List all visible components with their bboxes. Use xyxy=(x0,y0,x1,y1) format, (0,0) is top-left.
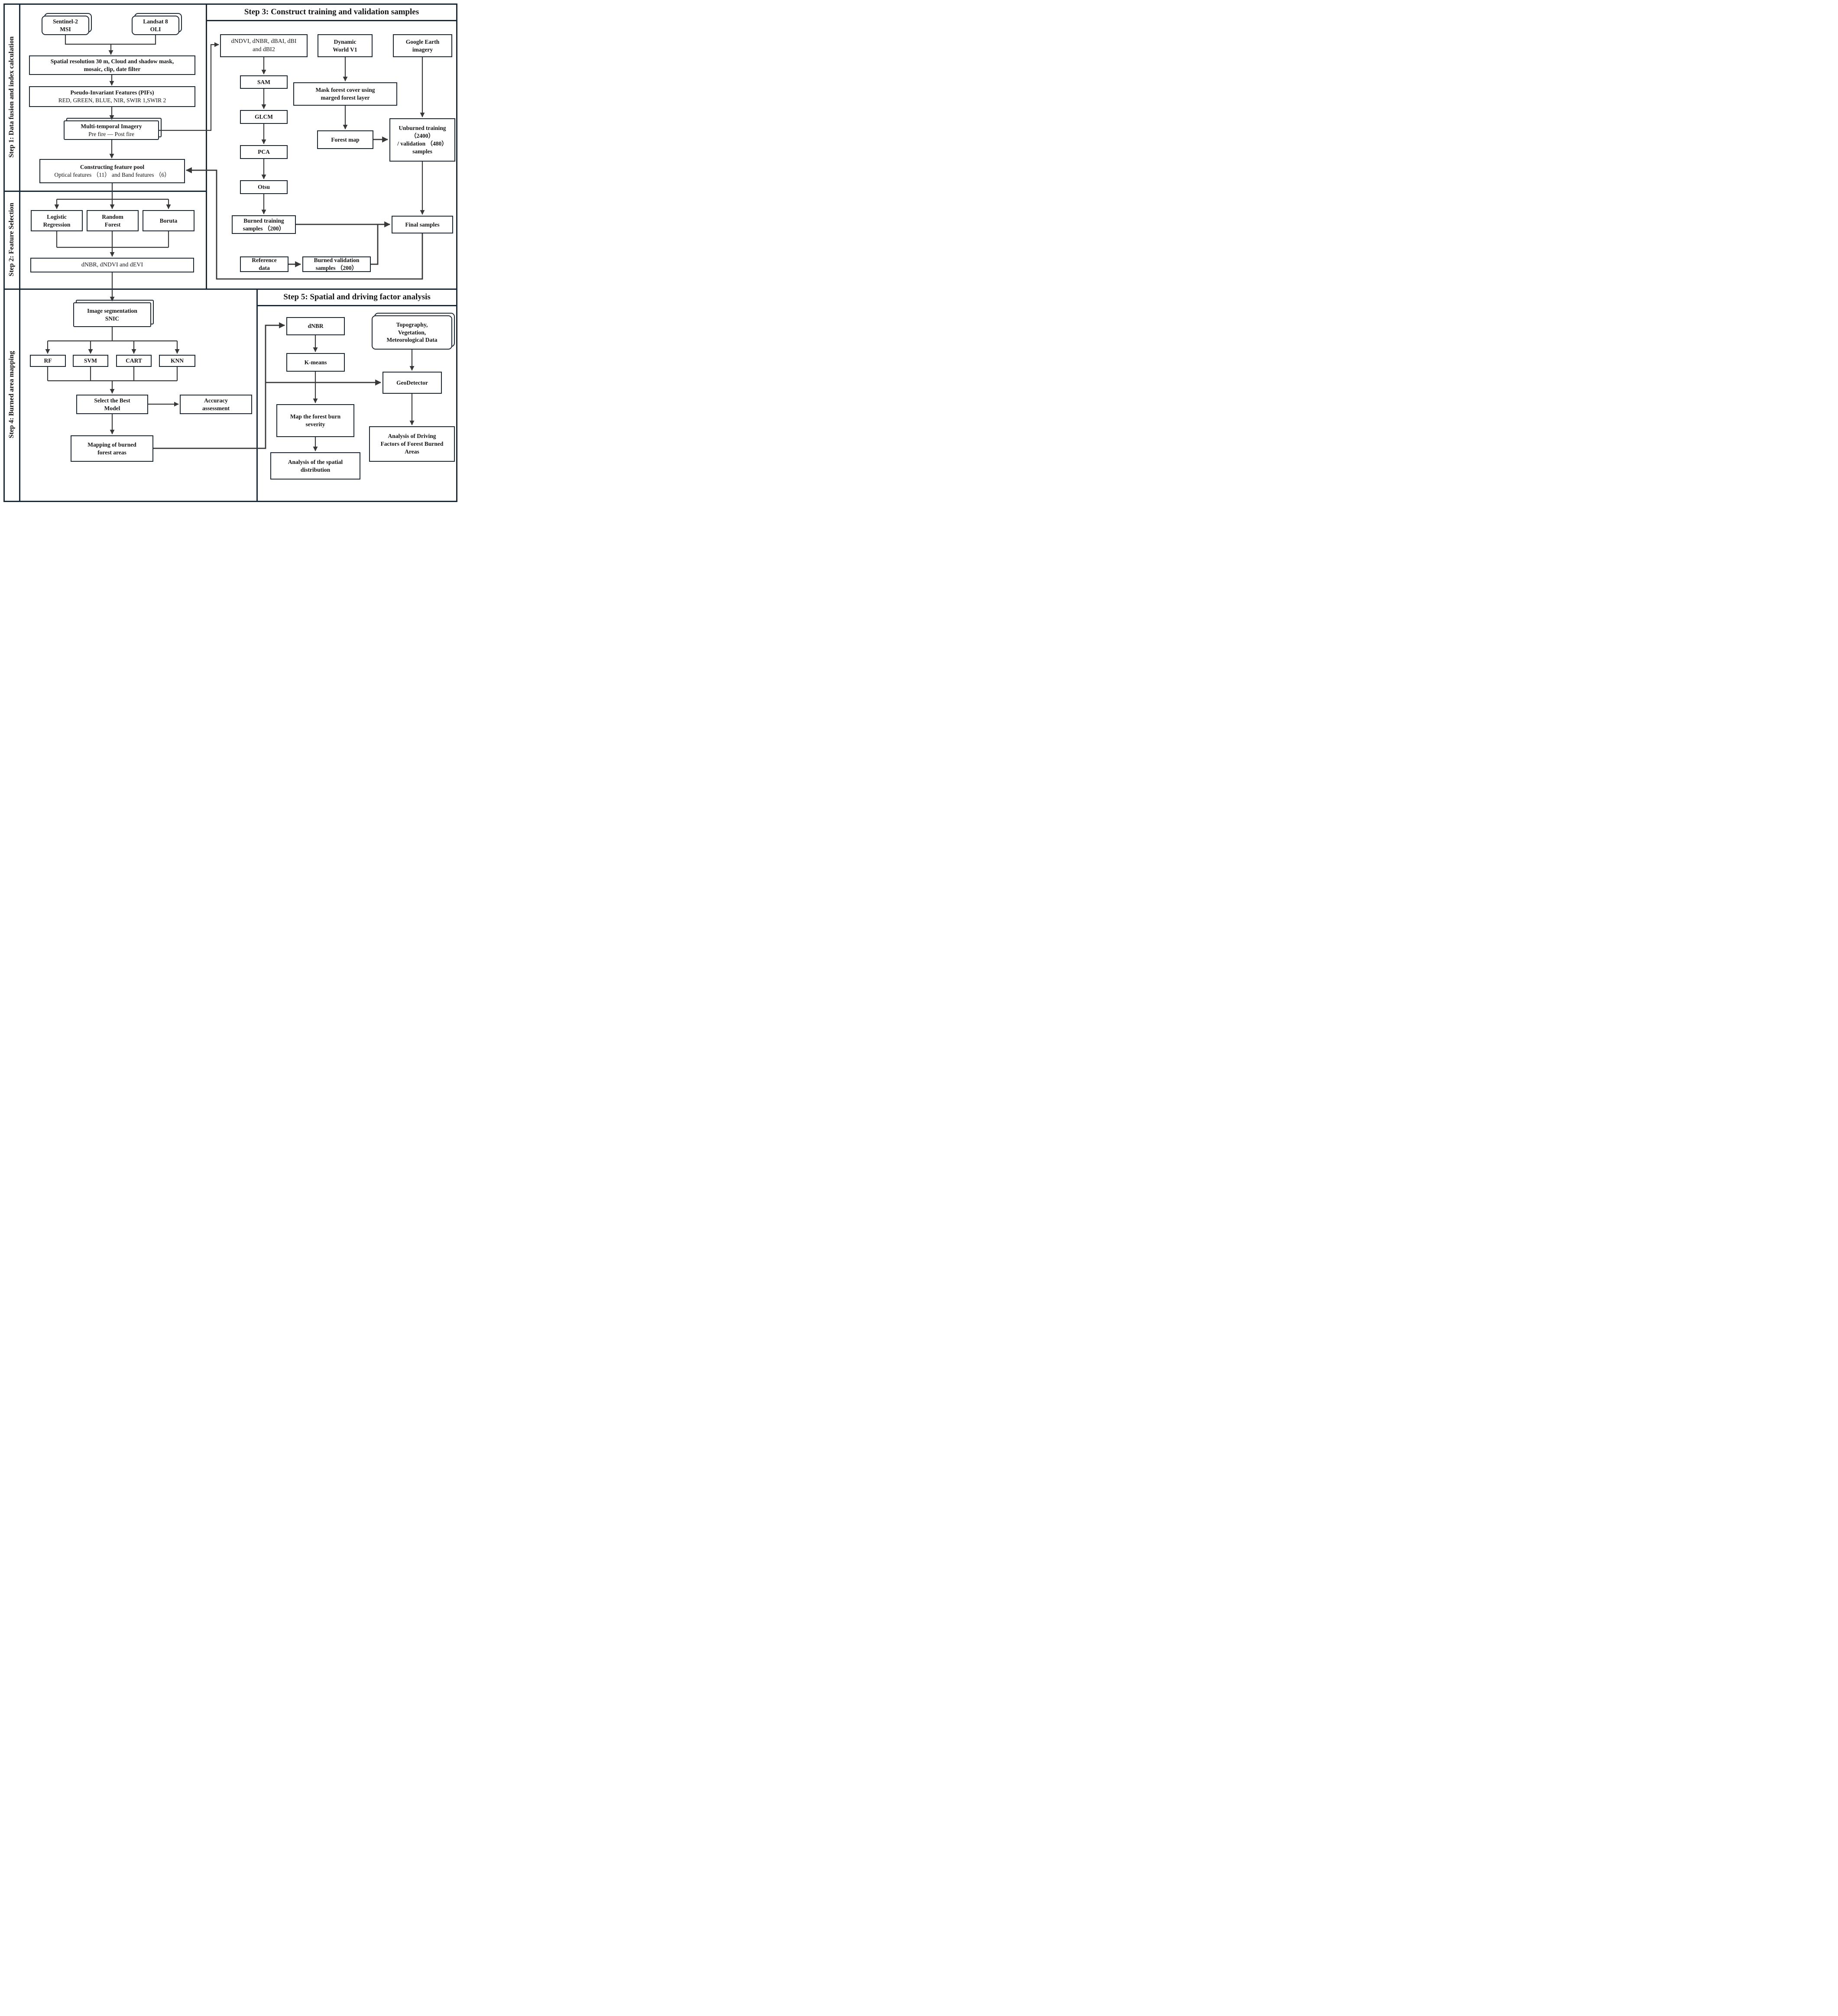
box-sam: SAM xyxy=(240,75,288,89)
step1-step2-divider xyxy=(5,191,206,192)
box-kmeans: K-means xyxy=(286,353,345,372)
box-dnbr: dNBR xyxy=(286,317,345,335)
box-burned-training-samples: Burned training samples （200） xyxy=(232,215,296,234)
pifs-bands: RED, GREEN, BLUE, NIR, SWIR 1,SWIR 2 xyxy=(58,97,166,104)
box-pseudo-invariant-features: Pseudo-Invariant Features (PIFs) RED, GR… xyxy=(29,86,195,107)
outer-border xyxy=(3,3,457,502)
box-reference-data: Reference data xyxy=(240,256,289,272)
box-map-burn-severity: Map the forest burn severity xyxy=(276,404,354,437)
step3-header: Step 3: Construct training and validatio… xyxy=(244,7,419,16)
box-landsat-8-oli: Landsat 8 OLI xyxy=(132,16,179,35)
box-preprocessing: Spatial resolution 30 m, Cloud and shado… xyxy=(29,55,195,75)
box-select-best-model: Select the Best Model xyxy=(76,395,148,414)
box-rf: RF xyxy=(30,355,66,367)
box-knn: KNN xyxy=(159,355,195,367)
sidebar-divider xyxy=(19,5,20,501)
sidebar-step1-label: Step 1: Data fusion and index calculatio… xyxy=(8,36,15,158)
box-geodetector: GeoDetector xyxy=(383,372,442,394)
box-image-segmentation-snic: Image segmentation SNIC xyxy=(73,302,151,327)
box-unburned-samples: Unburned training （2400） / validation （4… xyxy=(389,118,455,162)
box-forest-map: Forest map xyxy=(317,130,373,149)
box-topography-data: Topography, Vegetation, Meteorological D… xyxy=(372,315,452,350)
step5-header-divider xyxy=(258,305,456,306)
box-cart: CART xyxy=(116,355,152,367)
box-google-earth: Google Earth imagery xyxy=(393,34,452,57)
box-pca: PCA xyxy=(240,145,288,159)
step3-left-border xyxy=(206,5,207,288)
box-svm: SVM xyxy=(73,355,108,367)
box-driving-factors-analysis: Analysis of Driving Factors of Forest Bu… xyxy=(369,426,455,462)
box-glcm: GLCM xyxy=(240,110,288,124)
feature-pool-sub: Optical features （11） and Band features … xyxy=(54,172,170,178)
step5-left-border xyxy=(256,290,258,501)
methodology-flowchart: Step 3: Construct training and validatio… xyxy=(0,0,460,504)
box-feature-pool: Constructing feature pool Optical featur… xyxy=(39,159,185,183)
multitemporal-sub: Pre fire — Post fire xyxy=(88,130,134,137)
box-logistic-regression: Logistic Regression xyxy=(31,210,83,231)
box-difference-indices: dNDVI, dNBR, dBAI, dBI and dBI2 xyxy=(220,34,308,57)
sidebar-step2-label: Step 2: Feature Selection xyxy=(8,203,15,276)
box-random-forest: Random Forest xyxy=(87,210,139,231)
box-dynamic-world: Dynamic World V1 xyxy=(318,34,373,57)
step2-step4-divider xyxy=(5,288,456,290)
pifs-title: Pseudo-Invariant Features (PIFs) xyxy=(70,89,154,96)
multitemporal-title: Multi-temporal Imagery xyxy=(81,123,142,130)
box-boruta: Boruta xyxy=(143,210,194,231)
box-otsu: Otsu xyxy=(240,180,288,194)
box-accuracy-assessment: Accuracy assessment xyxy=(180,395,252,414)
box-mask-forest-cover: Mask forest cover using marged forest la… xyxy=(293,82,397,106)
sidebar-step4-label: Step 4: Burned area mapping xyxy=(8,351,15,438)
box-burned-validation-samples: Burned validation samples （200） xyxy=(302,256,371,272)
box-final-samples: Final samples xyxy=(392,216,453,233)
box-sentinel-2-msi: Sentinel-2 MSI xyxy=(42,16,89,35)
box-mapping-burned-areas: Mapping of burned forest areas xyxy=(71,435,153,462)
feature-pool-title: Constructing feature pool xyxy=(80,164,145,171)
step3-header-divider xyxy=(207,20,456,21)
box-selected-indices: dNBR, dNDVI and dEVI xyxy=(30,258,194,272)
box-multitemporal-imagery: Multi-temporal Imagery Pre fire — Post f… xyxy=(64,120,159,140)
box-spatial-distribution-analysis: Analysis of the spatial distribution xyxy=(270,452,360,480)
step5-header: Step 5: Spatial and driving factor analy… xyxy=(283,292,431,301)
